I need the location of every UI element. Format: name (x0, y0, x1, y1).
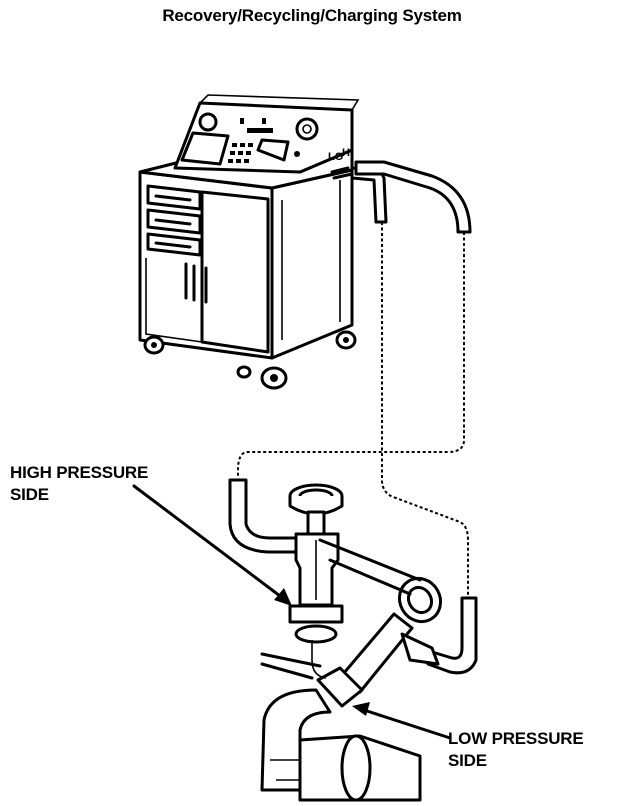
machine-display (180, 131, 230, 166)
machine-gauge-right (295, 117, 319, 141)
machine-gauge-left (198, 112, 218, 132)
machine-keypad (228, 143, 253, 163)
machine-wheels (143, 330, 357, 390)
service-hoses (237, 160, 472, 598)
high-pressure-pointer (132, 484, 292, 606)
machine-hi-port-text: HI (342, 147, 353, 159)
high-pressure-side-label: HIGH PRESSURE SIDE (10, 463, 149, 504)
low-pressure-coupler (316, 576, 478, 708)
machine-lo-port-text: LO (328, 151, 344, 163)
ac-pipes (260, 538, 422, 802)
diagram-title: Recovery/Recycling/Charging System (162, 6, 462, 25)
high-pressure-coupler (228, 478, 344, 644)
low-pressure-side-label: LOW PRESSURE SIDE (448, 729, 584, 770)
charging-machine: LO HI (138, 94, 360, 390)
low-pressure-pointer (352, 702, 452, 740)
machine-door (200, 190, 270, 354)
